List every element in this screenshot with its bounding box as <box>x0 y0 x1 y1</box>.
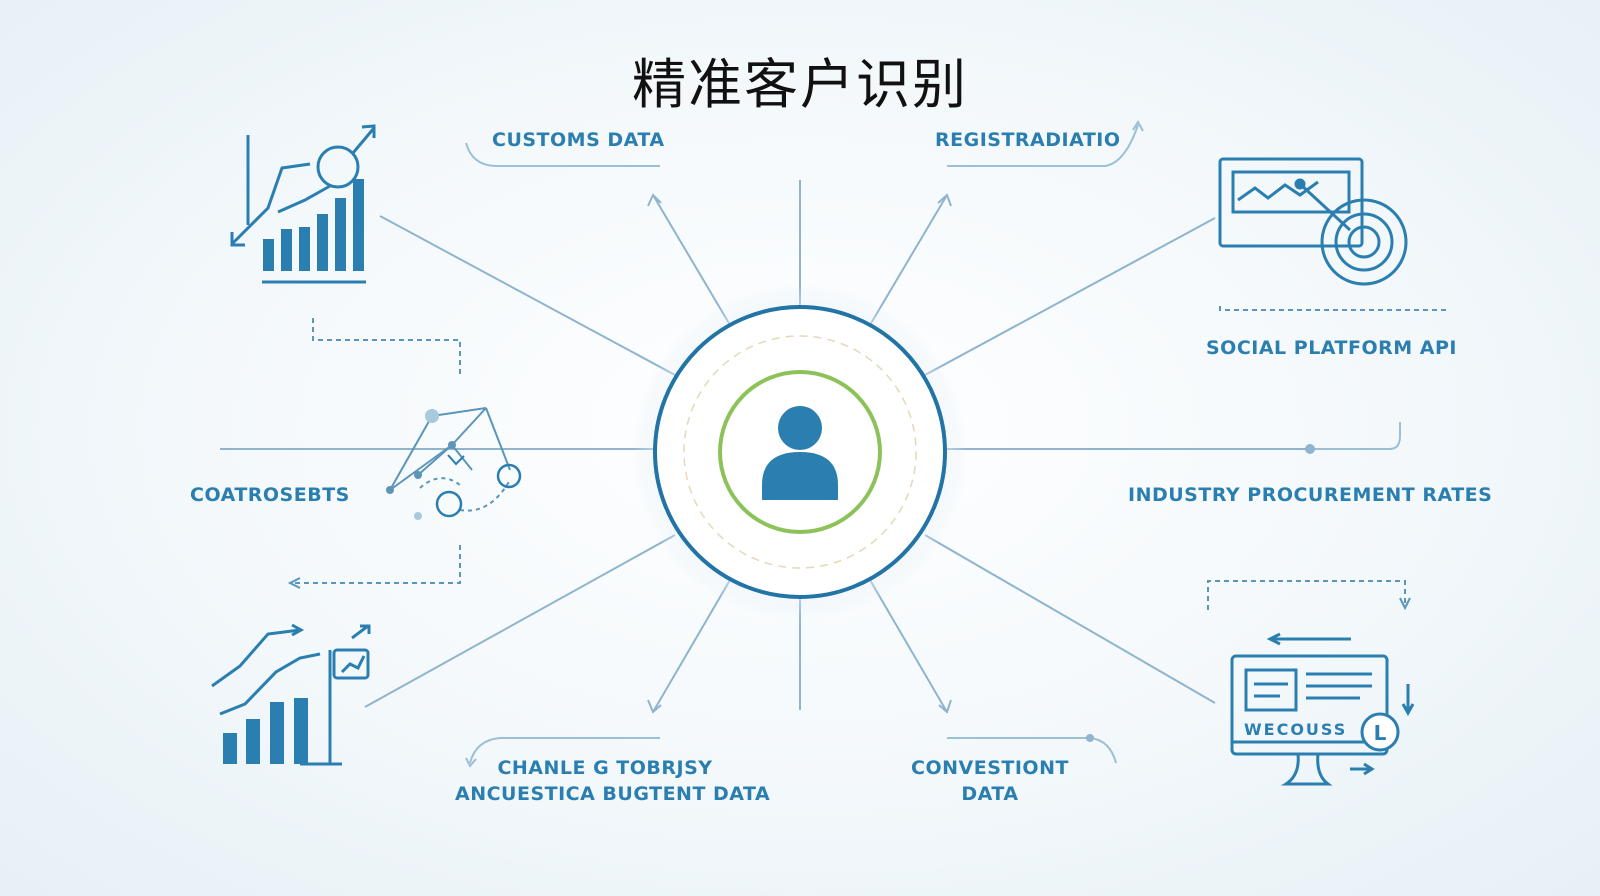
analytics-target-icon <box>1218 157 1408 286</box>
bar-chart-icon <box>211 623 371 766</box>
label-registration: REGISTRADIATIO <box>935 129 1121 151</box>
label-industry-procurement-rates: INDUSTRY PROCUREMENT RATES <box>1128 484 1493 506</box>
person-icon <box>762 406 838 500</box>
center-node <box>632 284 968 620</box>
monitor-screen-text: WECOUSS <box>1244 720 1348 739</box>
label-customs-data: CUSTOMS DATA <box>492 129 665 151</box>
clock-letter: L <box>1374 721 1387 745</box>
label-convention-line1: CONVESTIONT <box>911 757 1069 779</box>
label-change-budget-line1: CHANLE G TOBRJSY <box>497 757 713 779</box>
network-graph-icon <box>386 407 522 520</box>
label-connectors <box>465 120 1401 768</box>
arrowheads <box>647 193 952 714</box>
growth-chart-icon <box>230 124 376 284</box>
label-change-budget-line2: ANCUESTICA BUGTENT DATA <box>455 783 771 805</box>
page-title: 精准客户识别 <box>632 53 968 116</box>
label-convention-line2: DATA <box>961 783 1019 805</box>
spoke-lines <box>220 180 1310 713</box>
label-social-platform-api: SOCIAL PLATFORM API <box>1206 337 1457 359</box>
label-contracts: COATROSEBTS <box>190 484 350 506</box>
dashed-connectors <box>295 306 1450 610</box>
monitor-icon <box>1230 632 1415 786</box>
